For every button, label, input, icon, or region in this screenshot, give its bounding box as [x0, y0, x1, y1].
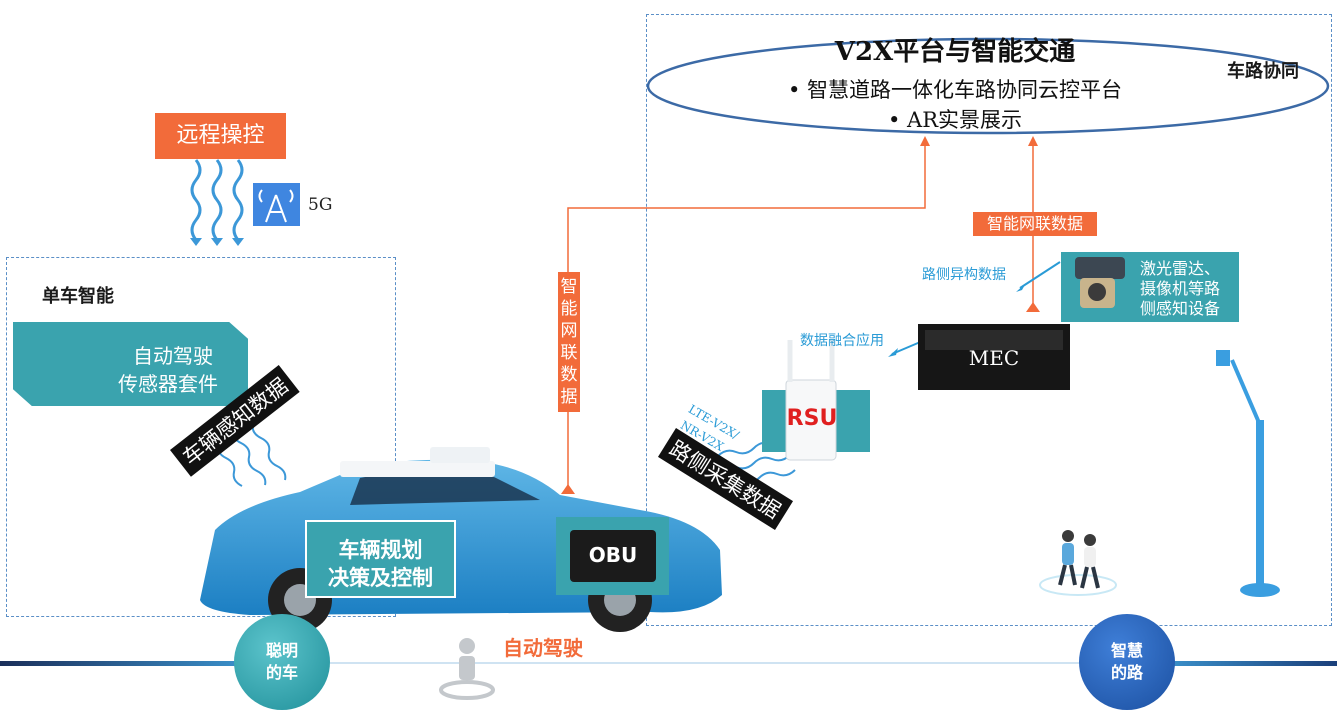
sensor-kit-line2: 传感器套件: [118, 372, 218, 396]
camera-pole: [1216, 350, 1280, 597]
smart-road-line1: 智慧: [1110, 641, 1143, 660]
cooperation-label: 车路协同: [1227, 61, 1299, 82]
hetero-data-label: 路侧异构数据: [922, 267, 1006, 283]
sensor-kit-panel: [13, 322, 248, 406]
5g-waves: [190, 159, 244, 241]
lidar-camera-icon: [1075, 257, 1125, 308]
planning-line1: 车辆规划: [338, 538, 423, 562]
platform-bullet-1: • 智慧道路一体化车路协同云控平台: [787, 78, 1123, 102]
base-line-mid: [330, 662, 1090, 664]
obu-device: [570, 530, 656, 582]
vchar-2: 能: [560, 299, 578, 319]
base-line-left: [0, 661, 240, 666]
tower-icon-bg: [253, 183, 300, 226]
5g-label: 5G: [308, 195, 333, 215]
roadside-sensors-line1: 激光雷达、: [1140, 259, 1221, 278]
smart-road-line2: 的路: [1110, 663, 1143, 682]
roadside-sensors-line2: 摄像机等路: [1140, 279, 1221, 298]
sensor-kit-line1: 自动驾驶: [133, 344, 213, 368]
smart-car-badge: 聪明的车: [234, 614, 330, 710]
obu-label: OBU: [588, 543, 638, 567]
vchar-6: 据: [560, 387, 578, 407]
planning-panel: [305, 520, 456, 598]
pedestrians-icon: [1039, 530, 1117, 596]
smart-car-line2: 的车: [265, 663, 298, 682]
single-vehicle-region: [6, 257, 396, 617]
smart-car-line1: 聪明: [265, 641, 298, 660]
smart-road-badge: 智慧的路: [1079, 614, 1175, 710]
platform-bullet-1-text: 智慧道路一体化车路协同云控平台: [807, 78, 1123, 102]
mec-label: MEC: [968, 346, 1020, 370]
rsu-label: RSU: [786, 406, 838, 431]
roadside-network-data-tag: 智能网联数据: [973, 212, 1097, 236]
vchar-4: 联: [560, 343, 578, 363]
person-icon: [439, 638, 495, 700]
tower-icon: [258, 189, 294, 223]
vchar-1: 智: [560, 277, 578, 297]
vchar-5: 数: [560, 365, 578, 385]
vertical-network-data-tag: 智 能 网 联 数 据: [558, 272, 580, 412]
base-line-right: [1170, 661, 1337, 666]
single-vehicle-title: 单车智能: [42, 286, 114, 307]
roadside-sensors-line3: 侧感知设备: [1140, 299, 1221, 318]
vchar-3: 网: [560, 321, 578, 341]
fusion-label: 数据融合应用: [800, 333, 884, 349]
planning-line2: 决策及控制: [328, 566, 433, 590]
platform-bullet-2: • AR实景展示: [887, 108, 1023, 132]
remote-control-label: 远程操控: [155, 113, 286, 159]
platform-bullet-2-text: AR实景展示: [907, 108, 1023, 132]
platform-ellipse: [646, 37, 1330, 135]
obu-link-line: [567, 142, 926, 490]
autonomous-driving-label: 自动驾驶: [503, 636, 583, 660]
platform-title: V2X平台与智能交通: [834, 37, 1076, 67]
cooperation-region: [646, 14, 1332, 626]
